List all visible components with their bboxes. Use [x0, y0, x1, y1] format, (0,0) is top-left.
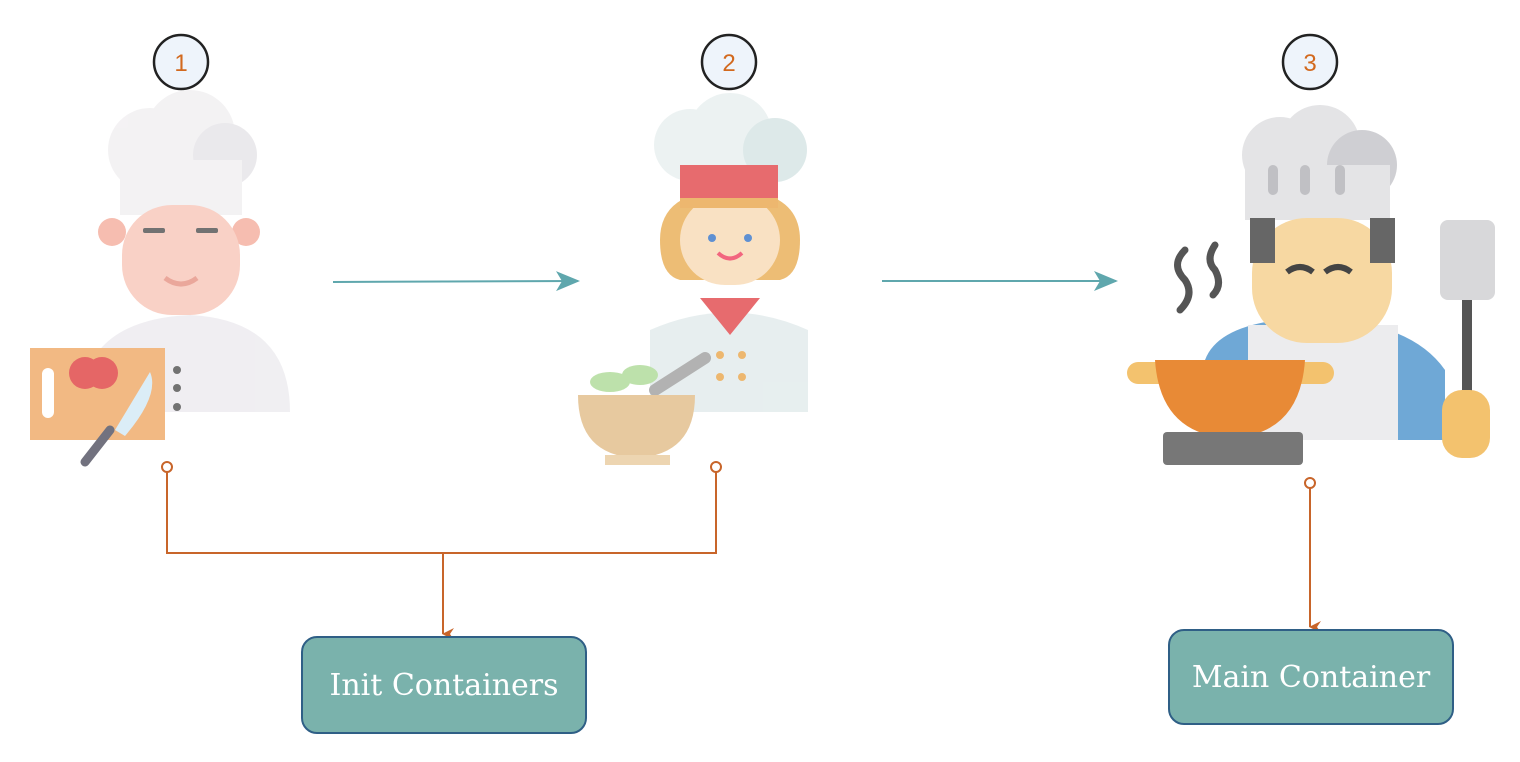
main-connector: [1304, 477, 1321, 633]
svg-text:2: 2: [722, 50, 735, 77]
svg-text:1: 1: [174, 50, 187, 77]
chef-3-cooking-icon: [1127, 105, 1495, 465]
chef-2-grinding-icon: [578, 93, 808, 465]
init-connector: [161, 461, 722, 640]
init-containers-box: Init Containers: [301, 636, 587, 734]
init-containers-label: Init Containers: [329, 667, 559, 703]
step-badge-1: 1: [152, 33, 210, 91]
step-badge-3: 3: [1281, 33, 1339, 91]
flow-arrow-1-to-2: [332, 271, 580, 292]
step-badge-2: 2: [700, 33, 758, 91]
main-container-box: Main Container: [1168, 629, 1454, 725]
svg-text:3: 3: [1303, 50, 1316, 77]
chef-1-chopping-icon: [30, 90, 290, 467]
main-container-label: Main Container: [1191, 659, 1431, 695]
